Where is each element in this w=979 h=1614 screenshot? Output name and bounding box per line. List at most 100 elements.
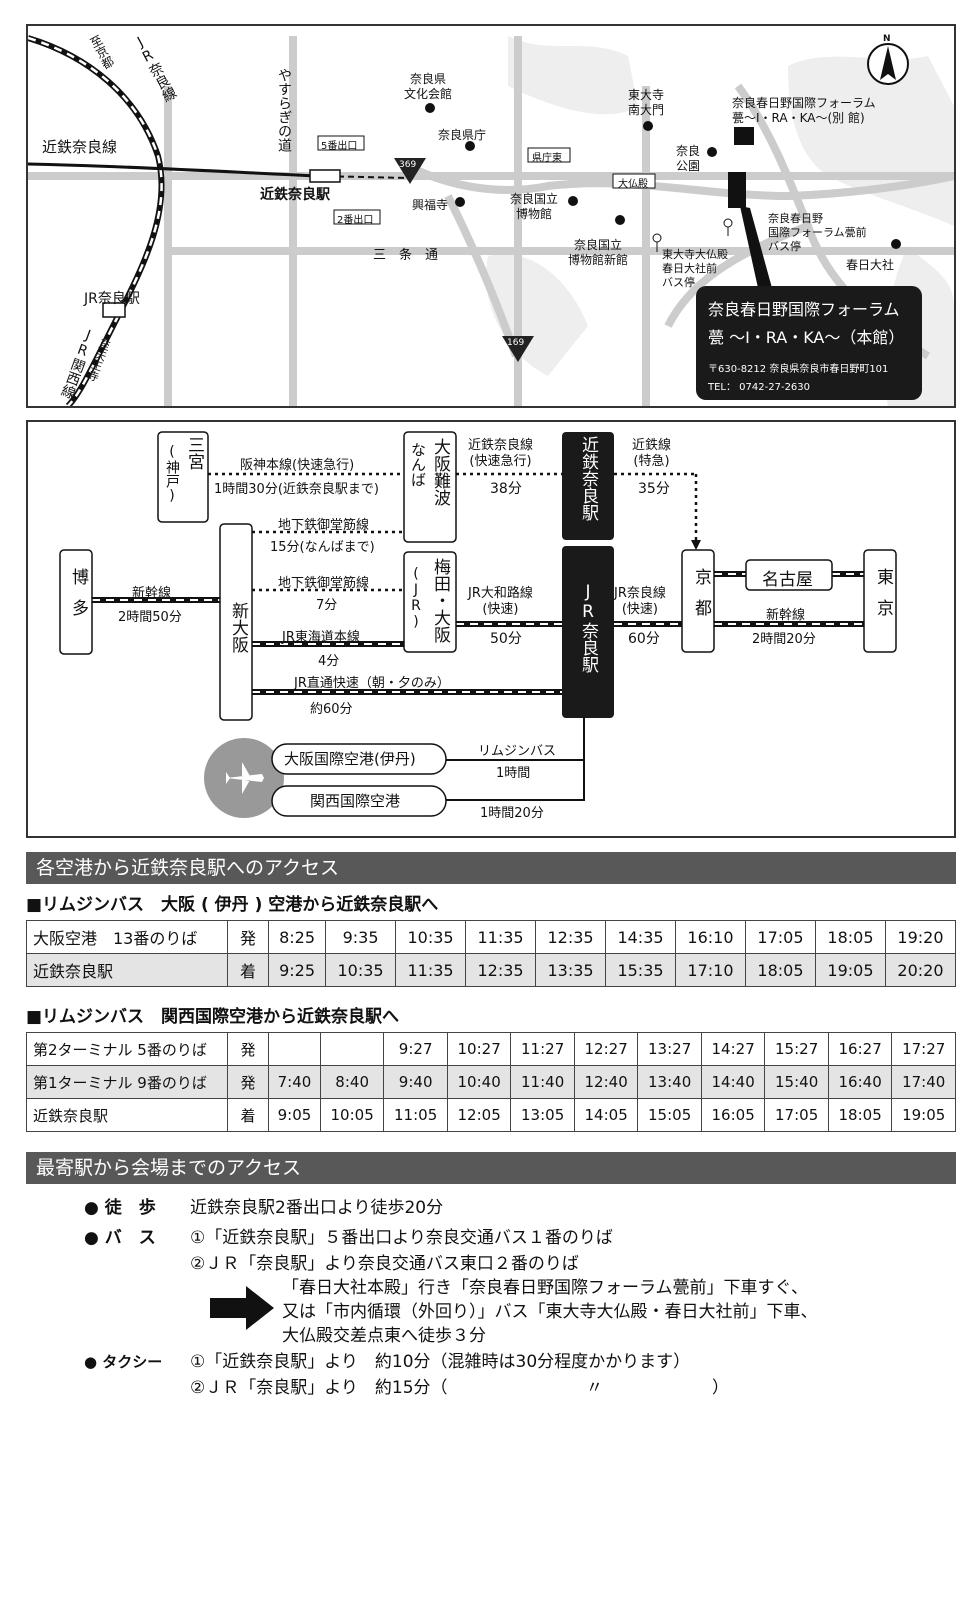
map-canvas: [28, 35, 954, 406]
edge-mido1-name: 地下鉄御堂筋線: [278, 518, 370, 533]
time-cell: 11:05: [383, 1098, 448, 1132]
bus-detail-1: 「春日大社本殿」行き「奈良春日野国際フォーラム甍前」下車すぐ、: [282, 1278, 808, 1298]
edge-yamatoji-time: 50分: [490, 631, 522, 647]
node-tokyo: 東京: [873, 568, 893, 630]
time-cell: 14:35: [605, 920, 676, 954]
node-jr-paren: (JR): [408, 566, 424, 630]
edge-hanshin-name: 阪神本線(快速急行): [240, 458, 355, 473]
time-cell: 10:40: [446, 1065, 512, 1099]
landmark-bunka-kaikan: 奈良県 文化会館: [404, 72, 453, 101]
time-cell: 20:20: [884, 953, 957, 987]
time-cell: 14:27: [700, 1032, 766, 1066]
time-cell: [319, 1032, 385, 1066]
taxi-label: ● タクシー: [84, 1353, 163, 1371]
time-cell: 17:10: [674, 953, 746, 987]
time-cell: 11:35: [395, 953, 467, 987]
time-cell: 18:05: [827, 1098, 893, 1132]
landmark-forum-bus: 奈良春日野 国際フォーラム甍前 バス停: [768, 212, 867, 253]
table-row: 第2ターミナル 5番のりば 発 9:27 10:27 11:27 12:27 1…: [26, 1032, 956, 1066]
kintetsu-line-label: 近鉄奈良線: [42, 138, 118, 156]
edge-kin-namba-name: 近鉄奈良線 (快速急行): [468, 438, 534, 469]
sanjo-street-label: 三 条 通: [373, 248, 439, 263]
node-kobe: (神戸): [164, 444, 180, 504]
time-cell: 16:27: [827, 1032, 893, 1066]
time-cell: 15:40: [764, 1065, 829, 1099]
edge-shinkansen-e-time: 2時間20分: [752, 632, 816, 647]
time-cell: 10:27: [446, 1032, 512, 1066]
row-label: 近鉄奈良駅: [26, 953, 228, 987]
kintetsu-nara-station-label: 近鉄奈良駅: [260, 187, 330, 203]
annex-building: [734, 127, 754, 145]
time-cell: 8:25: [267, 920, 327, 954]
row-label: 近鉄奈良駅: [26, 1098, 228, 1132]
time-cell: 16:05: [700, 1098, 766, 1132]
kansai-title: ■リムジンバス 関西国際空港から近鉄奈良駅へ: [26, 1007, 400, 1027]
landmark-kencho: 奈良県庁: [438, 128, 487, 142]
arrow-right-icon: [210, 1286, 274, 1330]
exit2-label: 2番出口: [337, 215, 374, 226]
landmark-kofukuji: 興福寺: [412, 198, 449, 212]
area-map: N 近鉄奈良線 JR奈良線 至京都 JR奈良駅 JR関西線 至天王寺 やすらぎの…: [26, 24, 956, 408]
bus-detail-2: 又は「市内循環（外回り）」バス「東大寺大仏殿・春日大社前」下車、: [282, 1302, 818, 1322]
map-area: [508, 36, 638, 115]
jr-nara-station-label: JR奈良駅: [84, 291, 140, 307]
time-cell: 10:35: [325, 953, 397, 987]
time-cell: 10:05: [319, 1098, 385, 1132]
table-row: 近鉄奈良駅 着 9:25 10:35 11:35 12:35 13:35 15:…: [26, 953, 957, 987]
landmark-nara-koen: 奈良 公園: [676, 144, 701, 173]
landmark-kasuga: 春日大社: [846, 258, 895, 272]
route-lines: [59, 431, 897, 818]
time-cell: 11:40: [510, 1065, 575, 1099]
time-cell: 17:27: [891, 1032, 956, 1066]
taxi-option-2-ditto: 〃: [586, 1378, 603, 1398]
time-cell: 13:40: [637, 1065, 702, 1099]
time-cell: 19:20: [884, 920, 957, 954]
time-cell: 19:05: [891, 1098, 956, 1132]
edge-shinkansen-w-name: 新幹線: [132, 586, 172, 601]
edge-mido1-time: 15分(なんばまで): [270, 540, 375, 555]
time-cell: 13:35: [535, 953, 606, 987]
time-cell: 11:35: [465, 920, 537, 954]
time-cell: 9:25: [267, 953, 327, 987]
time-cell: 13:27: [637, 1032, 702, 1066]
row-type: 発: [227, 1065, 269, 1099]
edge-hanshin-time: 1時間30分(近鉄奈良駅まで): [214, 482, 379, 497]
node-umeda: 梅田・大阪: [430, 558, 450, 643]
taxi-option-2: ②ＪＲ「奈良駅」より 約15分（: [190, 1378, 448, 1398]
edge-tokaido-name: JR東海道本線: [282, 630, 360, 645]
route-169-label: 169: [507, 338, 525, 348]
node-itami: 大阪国際空港(伊丹): [284, 750, 416, 768]
time-cell: 9:05: [268, 1098, 321, 1132]
edge-tokaido-time: 4分: [318, 654, 340, 669]
edge-limo-itami-time: 1時間: [496, 766, 531, 781]
node-jr-nara: JR奈良駅: [578, 582, 598, 673]
kansai-timetable: 第2ターミナル 5番のりば 発 9:27 10:27 11:27 12:27 1…: [26, 1032, 956, 1132]
time-cell: 15:35: [605, 953, 676, 987]
station-access-header: 最寄駅から会場までのアクセス: [26, 1152, 956, 1184]
time-cell: 12:40: [573, 1065, 639, 1099]
table-row: 近鉄奈良駅 着 9:05 10:05 11:05 12:05 13:05 14:…: [26, 1098, 956, 1132]
edge-mido2-time: 7分: [316, 598, 338, 613]
time-cell: [268, 1032, 321, 1066]
time-cell: 18:05: [814, 920, 886, 954]
row-type: 着: [227, 1098, 269, 1132]
row-type: 発: [227, 1032, 269, 1066]
time-cell: 12:05: [446, 1098, 512, 1132]
node-sannomiya: 三宮: [184, 436, 204, 470]
row-label: 第1ターミナル 9番のりば: [26, 1065, 228, 1099]
landmark-forum-annex: 奈良春日野国際フォーラム 甍〜I・RA・KA〜(別 館): [732, 96, 876, 125]
edge-jrnara-time: 60分: [628, 631, 660, 647]
time-cell: 9:35: [325, 920, 397, 954]
landmark-todaiji-bus: 東大寺大仏殿 春日大社前 バス停: [662, 248, 728, 289]
route-369-label: 369: [399, 160, 417, 170]
airport-access-header: 各空港から近鉄奈良駅へのアクセス: [26, 852, 956, 884]
north-label: N: [883, 34, 891, 44]
time-cell: 12:35: [465, 953, 537, 987]
edge-shinkansen-w-time: 2時間50分: [118, 610, 182, 625]
walk-text: 近鉄奈良駅2番出口より徒歩20分: [190, 1198, 444, 1218]
time-cell: 16:10: [674, 920, 746, 954]
time-cell: 7:40: [268, 1065, 321, 1099]
route-369-icon: [394, 158, 426, 184]
bus-detail-3: 大仏殿交差点東へ徒歩３分: [282, 1326, 486, 1346]
time-cell: 12:27: [573, 1032, 639, 1066]
